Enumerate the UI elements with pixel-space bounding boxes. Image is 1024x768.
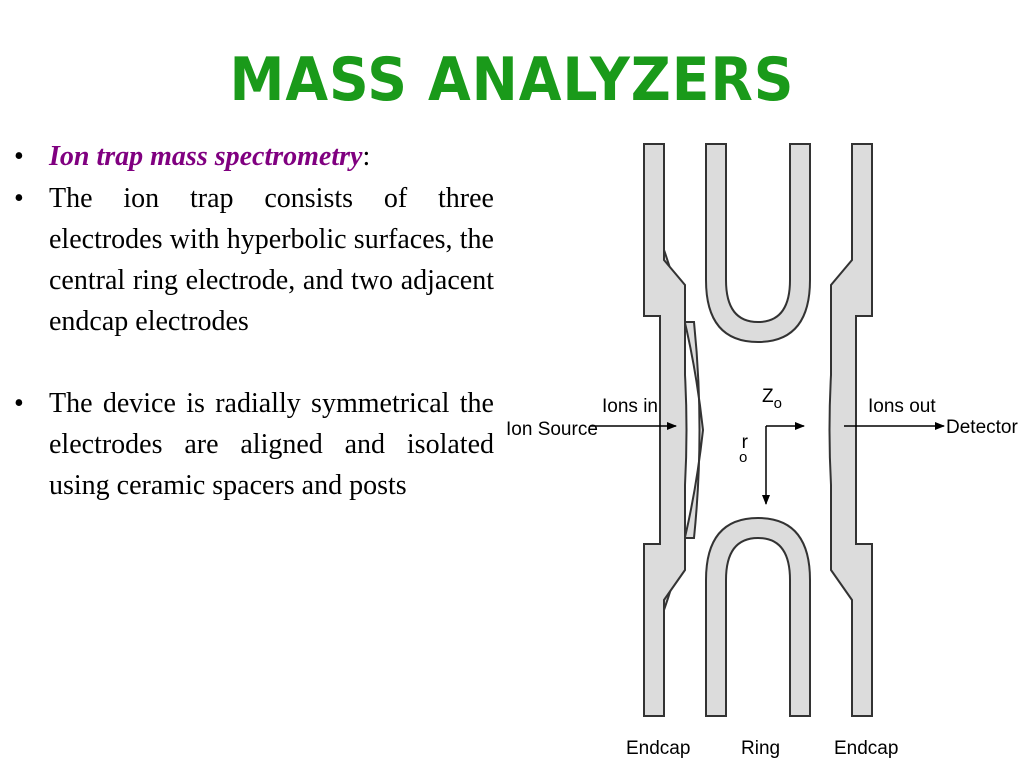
- bullet-symbol: •: [14, 141, 24, 172]
- right-endcap-electrode: [828, 143, 873, 717]
- bullet-heading-colon: :: [362, 141, 371, 172]
- endcap-left-label: Endcap: [626, 738, 690, 759]
- bullet-heading: Ion trap mass spectrometry: [49, 141, 363, 172]
- bullet-symbol: •: [14, 388, 24, 419]
- bullet-item-symmetry: • The device is radially symmetrical the…: [14, 383, 494, 506]
- ring-label: Ring: [741, 738, 780, 759]
- ions-in-label: Ions in: [602, 396, 658, 417]
- left-endcap-flange: [643, 143, 688, 717]
- ions-out-label: Ions out: [868, 396, 936, 417]
- ion-source-label: Ion Source: [506, 419, 598, 440]
- z-axis-label: Zo: [762, 386, 782, 412]
- bullet-symbol: •: [14, 183, 24, 214]
- detector-label: Detector: [946, 417, 1018, 438]
- bullet-item-electrodes: • The ion trap consists of three electro…: [14, 178, 494, 342]
- ring-electrode-bottom: [705, 516, 811, 717]
- bullet-item-heading: • Ion trap mass spectrometry:: [14, 136, 494, 177]
- endcap-right-label: Endcap: [834, 738, 898, 759]
- page-title: MASS ANALYZERS: [229, 45, 795, 115]
- ring-electrode-top: [705, 143, 811, 344]
- bullet-text: The device is radially symmetrical the e…: [49, 388, 494, 501]
- bullet-text: The ion trap consists of three electrode…: [49, 183, 494, 337]
- bullet-list: • Ion trap mass spectrometry: • The ion …: [14, 136, 494, 506]
